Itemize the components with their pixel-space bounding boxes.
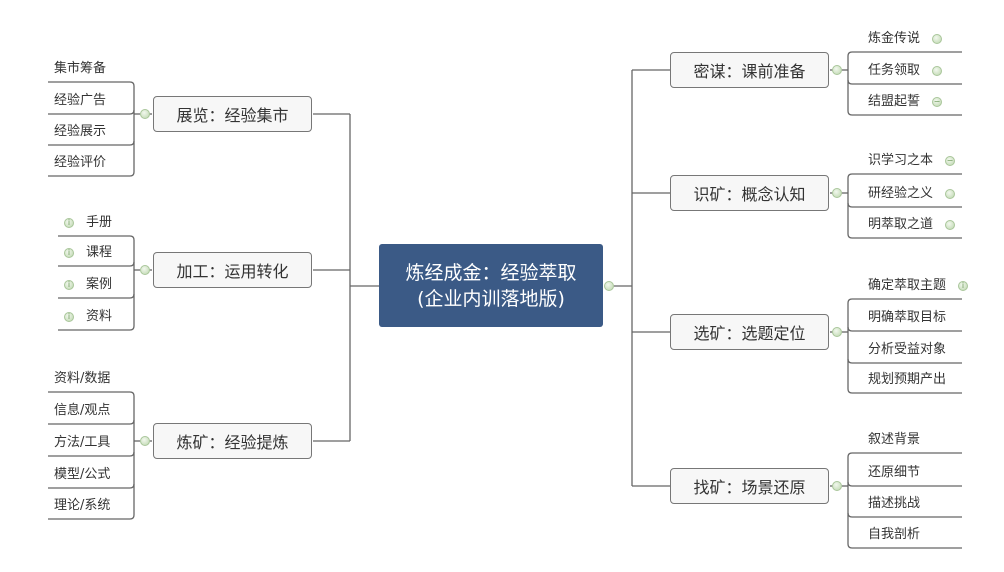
- info-icon[interactable]: i: [64, 280, 74, 290]
- connector-line: [48, 483, 135, 489]
- subtopic-item[interactable]: 确定萃取主题: [868, 278, 947, 293]
- info-icon[interactable]: i: [64, 218, 74, 228]
- minus-icon[interactable]: −: [932, 97, 942, 107]
- connector-line: [48, 419, 135, 425]
- subtopic-item[interactable]: 研经验之义: [868, 186, 934, 201]
- info-icon[interactable]: i: [64, 312, 74, 322]
- expand-icon[interactable]: [945, 189, 955, 199]
- topic-left-1[interactable]: 展览：经验集市: [153, 96, 312, 132]
- connector-line: [847, 51, 962, 57]
- topic-left-2[interactable]: 加工：运用转化: [153, 252, 312, 288]
- connector-line: [847, 202, 962, 208]
- topic-right-2[interactable]: 识矿：概念认知: [670, 175, 829, 211]
- connector-line: [847, 326, 962, 332]
- connector-line: [48, 109, 135, 115]
- subtopic-item[interactable]: 识学习之本: [868, 153, 934, 168]
- collapse-toggle-icon[interactable]: [140, 436, 150, 446]
- subtopic-item[interactable]: 炼金传说: [868, 31, 921, 46]
- connector-line: [58, 261, 135, 267]
- connector-line: [48, 391, 135, 397]
- topic-right-1[interactable]: 密谋：课前准备: [670, 52, 829, 88]
- subtopic-item[interactable]: 信息/观点: [54, 403, 111, 418]
- subtopic-item[interactable]: 明萃取之道: [868, 217, 934, 232]
- subtopic-item[interactable]: 课程: [86, 245, 113, 260]
- subtopic-item[interactable]: 自我剖析: [868, 527, 921, 542]
- subtopic-item[interactable]: 案例: [86, 277, 113, 292]
- connector-line: [48, 81, 135, 87]
- connector-line: [847, 512, 962, 518]
- connector-line: [48, 140, 135, 146]
- info-icon[interactable]: i: [64, 248, 74, 258]
- expand-icon[interactable]: [945, 220, 955, 230]
- connector-line: [847, 79, 962, 85]
- collapse-toggle-icon[interactable]: [832, 65, 842, 75]
- subtopic-item[interactable]: 经验评价: [54, 155, 107, 170]
- connector-line: [58, 235, 135, 241]
- collapse-toggle-icon[interactable]: [832, 188, 842, 198]
- subtopic-item[interactable]: 叙述背景: [868, 432, 921, 447]
- central-topic[interactable]: 炼经成金：经验萃取 (企业内训落地版): [379, 244, 603, 327]
- subtopic-item[interactable]: 任务领取: [868, 63, 921, 78]
- expand-icon[interactable]: [932, 66, 942, 76]
- connector-line: [847, 110, 962, 116]
- connector-line: [847, 388, 962, 394]
- subtopic-item[interactable]: 资料: [86, 309, 113, 324]
- subtopic-item[interactable]: 还原细节: [868, 465, 921, 480]
- subtopic-item[interactable]: 规划预期产出: [868, 372, 947, 387]
- central-subtitle: (企业内训落地版): [417, 287, 565, 310]
- connector-line: [847, 298, 962, 304]
- subtopic-item[interactable]: 结盟起誓: [868, 94, 921, 109]
- subtopic-item[interactable]: 分析受益对象: [868, 342, 947, 357]
- expand-icon[interactable]: [932, 34, 942, 44]
- collapse-toggle-icon[interactable]: [140, 109, 150, 119]
- topic-right-3[interactable]: 选矿：选题定位: [670, 314, 829, 350]
- info-icon[interactable]: i: [958, 281, 968, 291]
- collapse-toggle-icon[interactable]: [140, 265, 150, 275]
- subtopic-item[interactable]: 明确萃取目标: [868, 310, 947, 325]
- subtopic-item[interactable]: 方法/工具: [54, 435, 111, 450]
- minus-icon[interactable]: −: [945, 156, 955, 166]
- connector-line: [847, 233, 962, 239]
- central-title: 炼经成金：经验萃取: [405, 261, 577, 284]
- connector-line: [48, 451, 135, 457]
- subtopic-item[interactable]: 经验展示: [54, 124, 107, 139]
- connector-line: [847, 543, 962, 549]
- connector-line: [58, 325, 135, 331]
- connector-line: [847, 173, 962, 179]
- subtopic-item[interactable]: 模型/公式: [54, 467, 111, 482]
- collapse-right-icon[interactable]: [604, 281, 614, 291]
- collapse-toggle-icon[interactable]: [832, 327, 842, 337]
- collapse-toggle-icon[interactable]: [832, 481, 842, 491]
- subtopic-item[interactable]: 资料/数据: [54, 371, 111, 386]
- subtopic-item[interactable]: 手册: [86, 215, 113, 230]
- subtopic-item[interactable]: 经验广告: [54, 93, 107, 108]
- connector-line: [48, 171, 135, 177]
- topic-right-4[interactable]: 找矿：场景还原: [670, 468, 829, 504]
- connector-line: [847, 481, 962, 487]
- subtopic-item[interactable]: 集市筹备: [54, 61, 107, 76]
- connector-line: [847, 452, 962, 458]
- topic-left-3[interactable]: 炼矿：经验提炼: [153, 423, 312, 459]
- subtopic-item[interactable]: 理论/系统: [54, 498, 111, 513]
- connector-line: [48, 514, 135, 520]
- subtopic-item[interactable]: 描述挑战: [868, 496, 921, 511]
- connector-line: [58, 293, 135, 299]
- connector-line: [847, 358, 962, 364]
